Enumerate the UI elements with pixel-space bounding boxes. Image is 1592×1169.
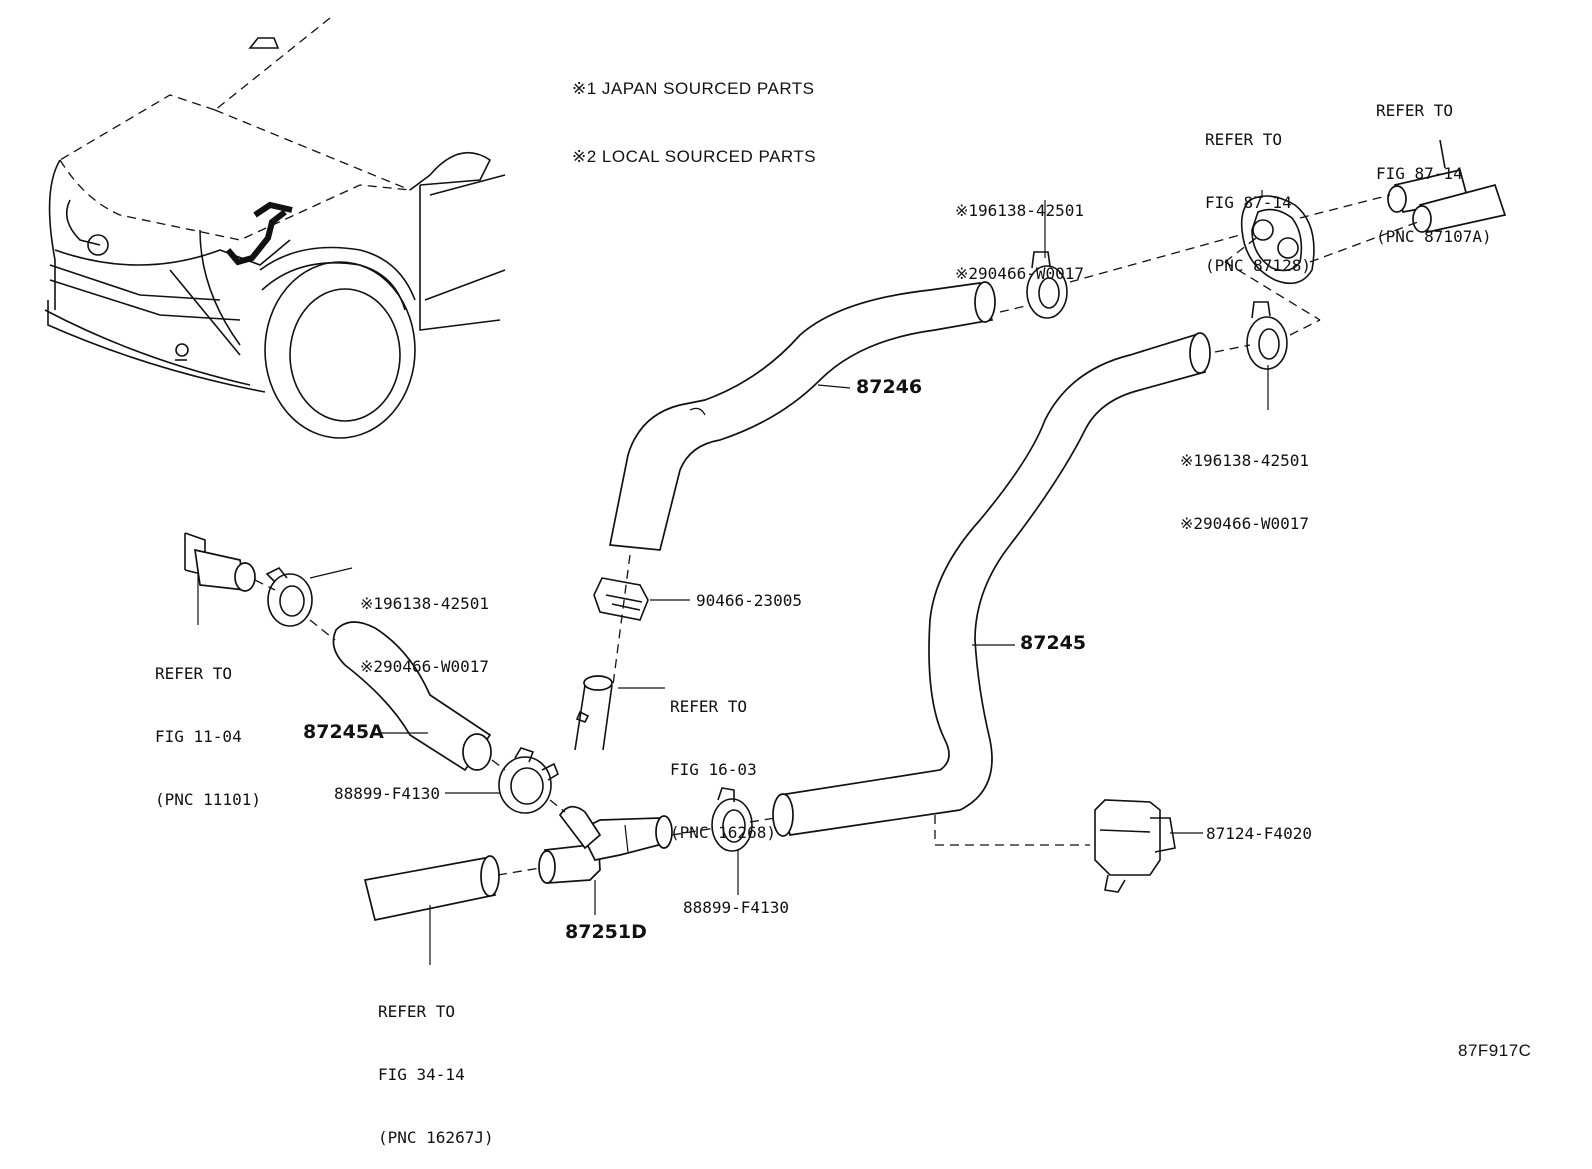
part-87245A-label[interactable]: 87245A bbox=[303, 721, 384, 743]
hose-87246 bbox=[608, 281, 996, 551]
vehicle-illustration bbox=[44, 17, 506, 439]
part-90466-label[interactable]: 90466-23005 bbox=[696, 591, 802, 610]
leader-lines bbox=[309, 190, 1269, 915]
figure-id: 87F917C bbox=[1458, 1041, 1532, 1060]
valve-87124 bbox=[1094, 799, 1176, 893]
clamp-88899-right bbox=[711, 787, 753, 852]
notes-legend: ※1 JAPAN SOURCED PARTS ※2 LOCAL SOURCED … bbox=[572, 36, 816, 188]
bottom-pipe bbox=[363, 855, 500, 965]
clamp-top bbox=[1026, 251, 1068, 319]
dashed-connectors bbox=[254, 194, 1419, 876]
throttle-ref-line1: REFER TO bbox=[670, 697, 748, 716]
engine-ref-line1: REFER TO bbox=[155, 664, 233, 683]
clip-90466 bbox=[593, 577, 649, 621]
throttle-ref-line2: FIG 16-03 bbox=[670, 760, 757, 779]
throttle-ref-callout: REFER TO FIG 16-03 (PNC 16268) bbox=[670, 654, 776, 864]
bottom-ref-line1: REFER TO bbox=[378, 1002, 456, 1021]
right-clamp-line1: ※196138-42501 bbox=[1180, 451, 1309, 470]
engine-ref-line2: FIG 11-04 bbox=[155, 727, 242, 746]
pipe-ref-line3: (PNC 87107A) bbox=[1376, 227, 1492, 246]
top-clamp-callout: ※196138-42501 ※290466-W0017 bbox=[955, 158, 1084, 305]
engine-pipe bbox=[184, 532, 256, 625]
grommet-ref-line2: FIG 87-14 bbox=[1205, 193, 1292, 212]
left-clamp-line1: ※196138-42501 bbox=[360, 594, 489, 613]
bottom-ref-line3: (PNC 16267J) bbox=[378, 1128, 494, 1147]
pipe-ref-line2: FIG 87-14 bbox=[1376, 164, 1463, 183]
note-local: ※2 LOCAL SOURCED PARTS bbox=[572, 147, 817, 166]
left-clamp-line2: ※290466-W0017 bbox=[360, 657, 489, 676]
pipes-87107A bbox=[1387, 139, 1507, 234]
left-clamp-callout: ※196138-42501 ※290466-W0017 bbox=[360, 551, 489, 698]
grommet-87128 bbox=[1240, 195, 1315, 285]
diagram-drawing bbox=[44, 17, 1507, 965]
part-88899-left-label[interactable]: 88899-F4130 bbox=[334, 784, 440, 803]
note-japan: ※1 JAPAN SOURCED PARTS bbox=[572, 79, 815, 98]
hose-87245A bbox=[332, 621, 492, 772]
part-87124-label[interactable]: 87124-F4020 bbox=[1206, 824, 1312, 843]
right-clamp-callout: ※196138-42501 ※290466-W0017 bbox=[1180, 408, 1309, 555]
bottom-ref-callout: REFER TO FIG 34-14 (PNC 16267J) bbox=[378, 959, 494, 1169]
pipe-ref-line1: REFER TO bbox=[1376, 101, 1454, 120]
pipe-ref-callout: REFER TO FIG 87-14 (PNC 87107A) bbox=[1376, 58, 1492, 268]
parts-diagram: ※1 JAPAN SOURCED PARTS ※2 LOCAL SOURCED … bbox=[44, 17, 1532, 1147]
throttle-pipe bbox=[574, 675, 613, 751]
engine-ref-line3: (PNC 11101) bbox=[155, 790, 261, 809]
hose-87245 bbox=[772, 332, 1211, 837]
clamp-88899-left bbox=[498, 747, 559, 814]
top-clamp-line2: ※290466-W0017 bbox=[955, 264, 1084, 283]
engine-ref-callout: REFER TO FIG 11-04 (PNC 11101) bbox=[155, 621, 261, 831]
clamp-left-top bbox=[265, 566, 313, 627]
part-87245-label[interactable]: 87245 bbox=[1020, 632, 1087, 654]
right-clamp-line2: ※290466-W0017 bbox=[1180, 514, 1309, 533]
part-88899-right-label[interactable]: 88899-F4130 bbox=[683, 898, 789, 917]
grommet-ref-line3: (PNC 87128) bbox=[1205, 256, 1311, 275]
part-87246-label[interactable]: 87246 bbox=[856, 376, 923, 398]
top-clamp-line1: ※196138-42501 bbox=[955, 201, 1084, 220]
clamp-right bbox=[1246, 301, 1288, 370]
bottom-ref-line2: FIG 34-14 bbox=[378, 1065, 465, 1084]
grommet-ref-callout: REFER TO FIG 87-14 (PNC 87128) bbox=[1205, 87, 1311, 297]
grommet-ref-line1: REFER TO bbox=[1205, 130, 1283, 149]
throttle-ref-line3: (PNC 16268) bbox=[670, 823, 776, 842]
part-87251D-label[interactable]: 87251D bbox=[565, 921, 647, 943]
tee-joint-87251D bbox=[538, 805, 673, 884]
